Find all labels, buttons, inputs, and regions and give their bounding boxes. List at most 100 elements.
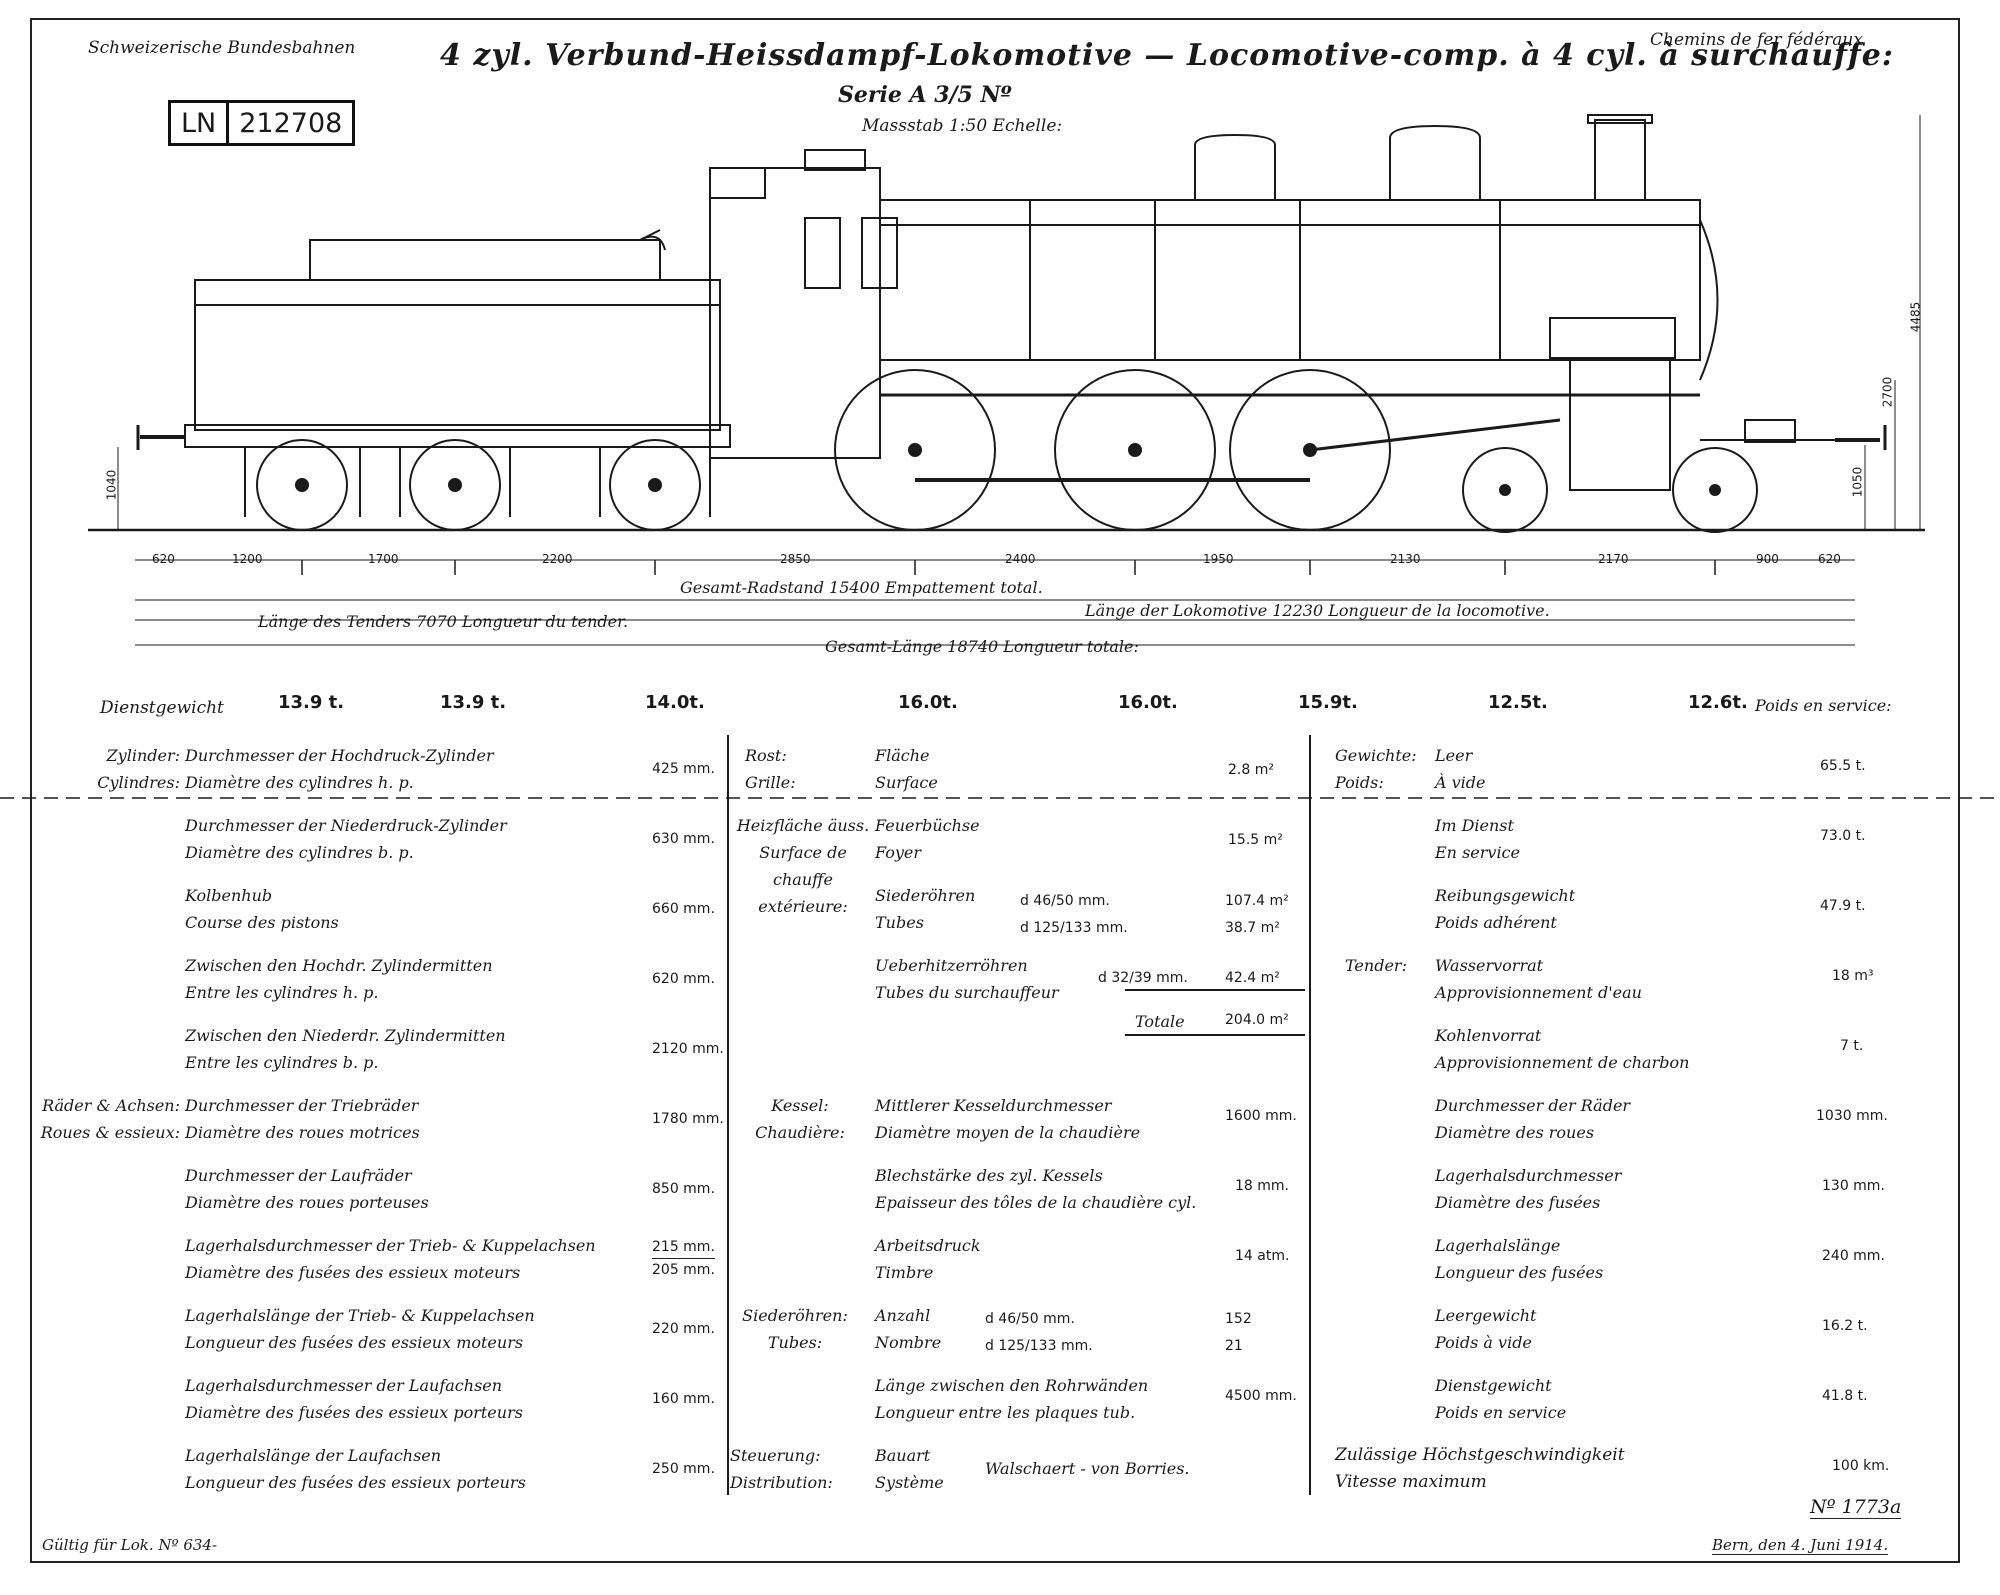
dim-height-buffer: 1050 — [1850, 466, 1865, 498]
group-label: Kessel: — [771, 1096, 829, 1115]
valve-gear-value: Walschaert - von Borries. — [985, 1459, 1190, 1478]
plate-thickness-value: 18 mm. — [1235, 1178, 1289, 1194]
group-label: Heizfläche äuss. — [736, 816, 870, 835]
spec-fr: Approvisionnement d'eau — [1435, 983, 1642, 1002]
spec-de: Siederöhren — [875, 886, 976, 905]
spec-value: 152 — [1225, 1311, 1252, 1327]
group-label: Cylindres: — [97, 773, 180, 792]
empty-weight-value: 65.5 t. — [1820, 758, 1866, 774]
spec-value: 2120 mm. — [652, 1041, 724, 1057]
superheater-diameter: d 32/39 mm. — [1098, 970, 1188, 986]
spec-de: Kolbenhub — [185, 886, 273, 905]
spec-de: Lagerhalslänge der Trieb- & Kuppelachsen — [185, 1306, 535, 1325]
spec-de: Bauart — [875, 1446, 931, 1465]
tubes-count-diameters: d 46/50 mm.d 125/133 mm. — [985, 1306, 1093, 1360]
spec-fr: Diamètre des cylindres h. p. — [185, 773, 414, 792]
group-label: extérieure: — [758, 897, 848, 916]
service-weight-value: 73.0 t. — [1820, 828, 1866, 844]
empty-weight-text: Leer À vide — [1435, 742, 1486, 796]
spec-de: Durchmesser der Laufräder — [185, 1166, 412, 1185]
spec-row-value: 250 mm. — [652, 1458, 715, 1480]
group-label: Rost: — [745, 746, 787, 765]
footer-valid-for: Gültig für Lok. Nº 634- — [42, 1536, 218, 1554]
spec-de: Durchmesser der Räder — [1435, 1096, 1631, 1115]
weight-label-left: Dienstgewicht — [100, 698, 224, 718]
spec-fr: Poids à vide — [1435, 1333, 1532, 1352]
spec-fr: Tubes — [875, 913, 924, 932]
group-label: Räder & Achsen: — [42, 1096, 180, 1115]
spec-fr: Longueur des fusées des essieux moteurs — [185, 1333, 524, 1352]
spec-de: Arbeitsdruck — [875, 1236, 981, 1255]
spec-row-value: 215 mm.205 mm. — [652, 1236, 715, 1281]
group-label: Roues & essieux: — [40, 1123, 180, 1142]
dim-height-boiler: 2700 — [1880, 376, 1895, 408]
dim-wheelbase-0: 620 — [152, 552, 175, 566]
spec-fr: Surface — [875, 773, 938, 792]
spec-de: Lagerhalsdurchmesser — [1435, 1166, 1622, 1185]
spec-value: 620 mm. — [652, 971, 715, 987]
axle-weight-3: 14.0t. — [645, 692, 705, 713]
ln-stamp: LN 212708 — [168, 100, 356, 146]
total-value: 204.0 m² — [1225, 1012, 1289, 1028]
weight-label-right: Poids en service: — [1755, 696, 1892, 715]
spec-row-value: 425 mm. — [652, 758, 715, 780]
spec-fr: Entre les cylindres h. p. — [185, 983, 379, 1002]
group-label: Grille: — [745, 773, 796, 792]
group-label: Gewichte: — [1335, 746, 1417, 765]
spec-fr: À vide — [1435, 773, 1486, 792]
spec-fr: Nombre — [875, 1333, 942, 1352]
group-label: Surface de chauffe — [759, 843, 847, 889]
dim-wheelbase-8: 2170 — [1598, 552, 1629, 566]
spec-value: 630 mm. — [652, 831, 715, 847]
dim-wheelbase-4: 2850 — [780, 552, 811, 566]
gesamt-radstand-label: Gesamt-Radstand 15400 Empattement total. — [680, 578, 1043, 597]
spec-value: 205 mm. — [652, 1262, 715, 1278]
drawing-number: Nº 1773a — [1810, 1496, 1902, 1519]
spec-de: Lagerhalsdurchmesser der Trieb- & Kuppel… — [185, 1236, 596, 1255]
spec-row-value: 850 mm. — [652, 1178, 715, 1200]
spec-de: Lagerhalslänge — [1435, 1236, 1561, 1255]
superheater-value: 42.4 m² — [1225, 970, 1280, 986]
axle-weight-5: 16.0t. — [1118, 692, 1178, 713]
spec-de: Lagerhalsdurchmesser der Laufachsen — [185, 1376, 503, 1395]
spec-row-value: 220 mm. — [652, 1318, 715, 1340]
adhesive-weight-value: 47.9 t. — [1820, 898, 1866, 914]
spec-de: Lagerhalslänge der Laufachsen — [185, 1446, 442, 1465]
spec-fr: Diamètre des fusées des essieux moteurs — [185, 1263, 521, 1282]
spec-value: 250 mm. — [652, 1461, 715, 1477]
spec-de: Leer — [1435, 746, 1473, 765]
axle-weight-8: 12.6t. — [1688, 692, 1748, 713]
spec-fr: Diamètre des cylindres b. p. — [185, 843, 414, 862]
spec-de: Feuerbüchse — [875, 816, 980, 835]
spec-row-value: 630 mm. — [652, 828, 715, 850]
drawing-title: 4 zyl. Verbund-Heissdampf-Lokomotive — L… — [440, 38, 1894, 73]
spec-de: Wasservorrat — [1435, 956, 1544, 975]
spec-fr: Course des pistons — [185, 913, 339, 932]
dim-wheelbase-3: 2200 — [542, 552, 573, 566]
footer-date: Bern, den 4. Juni 1914. — [1712, 1536, 1889, 1555]
spec-value: 850 mm. — [652, 1181, 715, 1197]
ln-prefix: LN — [171, 103, 230, 143]
header-left-company: Schweizerische Bundesbahnen — [88, 38, 356, 58]
spec-de: Leergewicht — [1435, 1306, 1537, 1325]
dim-wheelbase-10: 620 — [1818, 552, 1841, 566]
spec-fr: Diamètre des roues motrices — [185, 1123, 420, 1142]
spec-de: Länge zwischen den Rohrwänden — [875, 1376, 1149, 1395]
tubes-count-group: Siederöhren:Tubes: — [735, 1302, 855, 1356]
total-length-label: Gesamt-Länge 18740 Longueur totale: — [825, 637, 1139, 656]
spec-fr: Approvisionnement de charbon — [1435, 1053, 1690, 1072]
